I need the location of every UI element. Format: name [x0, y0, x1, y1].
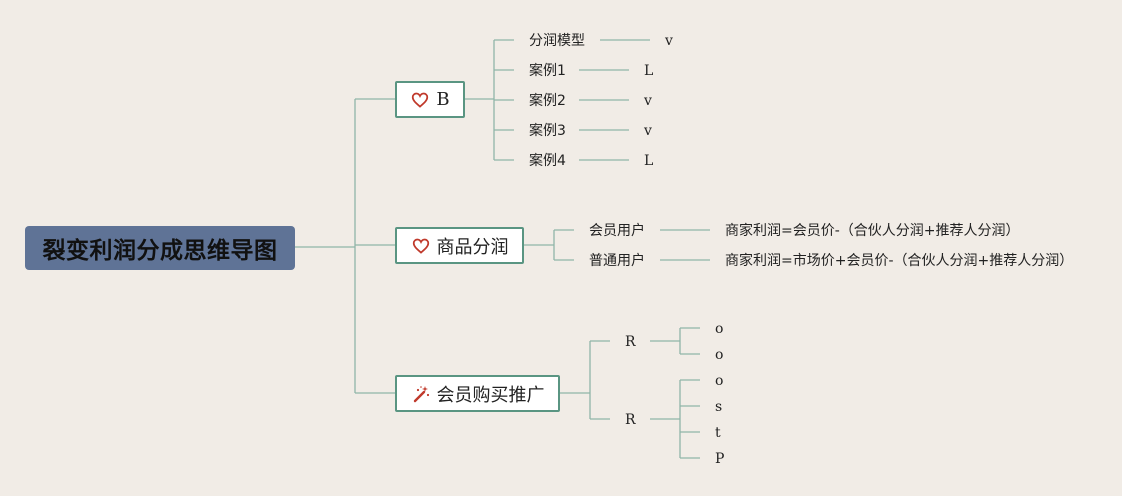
heart-icon	[410, 90, 430, 110]
branch-member-promotion[interactable]: 会员购买推广	[395, 375, 560, 412]
member-child-r-2[interactable]: R	[625, 412, 636, 428]
branch-b[interactable]: B	[395, 81, 465, 118]
goods-child-member-user-formula[interactable]: 商家利润=会员价-（合伙人分润+推荐人分润）	[725, 223, 1020, 239]
b-child-case-4[interactable]: 案例4	[529, 153, 566, 169]
member-child-r-1[interactable]: R	[625, 334, 636, 350]
b-child-case-1[interactable]: 案例1	[529, 63, 566, 79]
member-r2-item-4[interactable]: P	[715, 451, 725, 467]
b-child-case-1-value[interactable]: L	[644, 63, 654, 79]
goods-child-normal-user[interactable]: 普通用户	[589, 253, 645, 269]
b-child-case-2-value[interactable]: v	[644, 93, 652, 109]
member-r2-item-1[interactable]: o	[715, 373, 724, 389]
root-topic[interactable]: 裂变利润分成思维导图	[25, 226, 295, 270]
b-child-case-4-value[interactable]: L	[644, 153, 654, 169]
member-r1-item-1[interactable]: o	[715, 321, 724, 337]
branch-goods-profit-label: 商品分润	[436, 236, 509, 258]
branch-member-promotion-label: 会员购买推广	[436, 384, 545, 406]
branch-goods-profit[interactable]: 商品分润	[395, 227, 524, 264]
b-child-model[interactable]: 分润模型	[529, 33, 585, 49]
b-child-model-value[interactable]: v	[665, 33, 673, 49]
b-child-case-3-value[interactable]: v	[644, 123, 652, 139]
b-child-case-3[interactable]: 案例3	[529, 123, 566, 139]
b-child-case-2[interactable]: 案例2	[529, 93, 566, 109]
member-r1-item-2[interactable]: o	[715, 347, 724, 363]
magic-wand-icon	[411, 384, 431, 404]
goods-child-member-user[interactable]: 会员用户	[589, 223, 645, 239]
branch-b-label: B	[436, 89, 450, 110]
goods-child-normal-user-formula[interactable]: 商家利润=市场价+会员价-（合伙人分润+推荐人分润）	[725, 253, 1074, 269]
root-title: 裂变利润分成思维导图	[42, 238, 278, 264]
heart-icon	[411, 236, 431, 256]
member-r2-item-2[interactable]: s	[715, 399, 723, 415]
member-r2-item-3[interactable]: t	[715, 425, 721, 441]
